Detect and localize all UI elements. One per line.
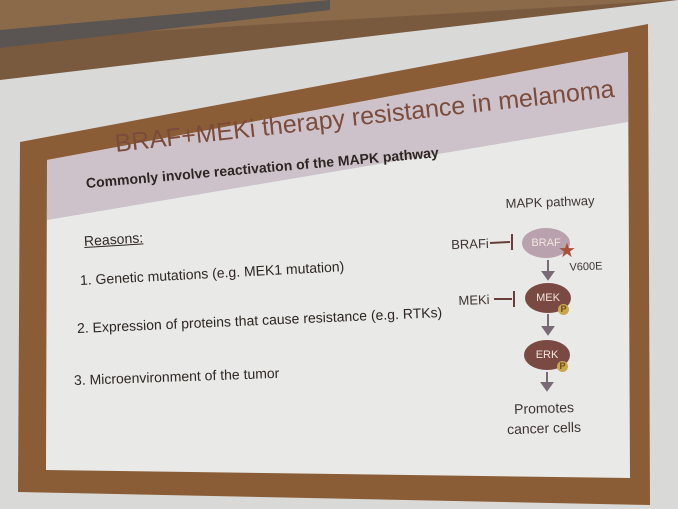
mutation-label: V600E (569, 260, 603, 274)
title-bar (47, 52, 628, 220)
mek-inhibitor-label: MEKi (458, 291, 490, 309)
braf-node: BRAF (522, 228, 570, 258)
outcome-line1: Promotes (513, 398, 575, 418)
mek-label: MEK (536, 292, 560, 304)
erk-label: ERK (535, 349, 559, 361)
inhibitor-lines (489, 234, 515, 307)
phospho-badge: P (557, 361, 568, 372)
braf-inhibitor-label: BRAFi (450, 235, 490, 253)
phospho-badge: P (558, 304, 569, 315)
diagram-title: MAPK pathway (505, 192, 595, 212)
mutation-star-icon: ★ (558, 240, 576, 262)
braf-label: BRAF (531, 237, 561, 249)
outcome-line2: cancer cells (506, 418, 582, 438)
pathway-arrows (540, 260, 555, 392)
wall (0, 0, 678, 40)
ceiling-vent (0, 0, 330, 48)
